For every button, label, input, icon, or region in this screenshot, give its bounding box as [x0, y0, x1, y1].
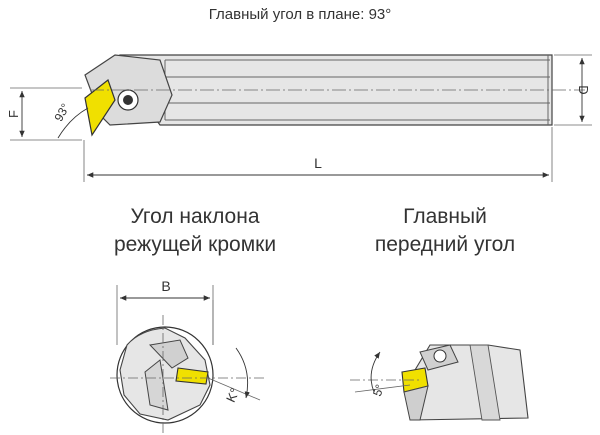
- dim-L-label: L: [314, 155, 322, 171]
- insert-top: [84, 79, 116, 137]
- dim-F-label: F: [6, 110, 21, 118]
- page-title: Главный угол в плане: 93°: [208, 6, 392, 23]
- rake-caption-line1: Главный: [403, 205, 487, 228]
- dimension-F: F: [6, 87, 82, 141]
- boring-bar-top-view: [84, 54, 585, 137]
- dimension-D: D: [554, 54, 592, 126]
- rake-caption-line2: передний угол: [374, 233, 516, 256]
- angle-K: K°: [207, 347, 261, 405]
- end-view-body: [119, 327, 211, 421]
- insert-end-view: [175, 367, 209, 385]
- rake-view: [350, 344, 529, 421]
- angle-5-label: 5°: [370, 382, 387, 398]
- angle-5: 5°: [370, 351, 387, 398]
- dim-B-label: B: [161, 278, 170, 294]
- inclination-caption: Угол наклона режущей кромки: [70, 203, 320, 259]
- angle-93: 93°: [51, 101, 89, 139]
- angle-93-label: 93°: [51, 101, 72, 124]
- end-view: [110, 300, 265, 435]
- rake-clamp-icon: [433, 349, 447, 363]
- dim-D-label: D: [576, 85, 591, 94]
- inclination-caption-line2: режущей кромки: [113, 233, 277, 256]
- inclination-caption-line1: Угол наклона: [130, 205, 260, 228]
- rake-caption: Главный передний угол: [320, 203, 570, 259]
- dimension-L: L: [83, 127, 553, 182]
- angle-K-label: K°: [223, 386, 242, 405]
- dimension-B: B: [116, 278, 214, 345]
